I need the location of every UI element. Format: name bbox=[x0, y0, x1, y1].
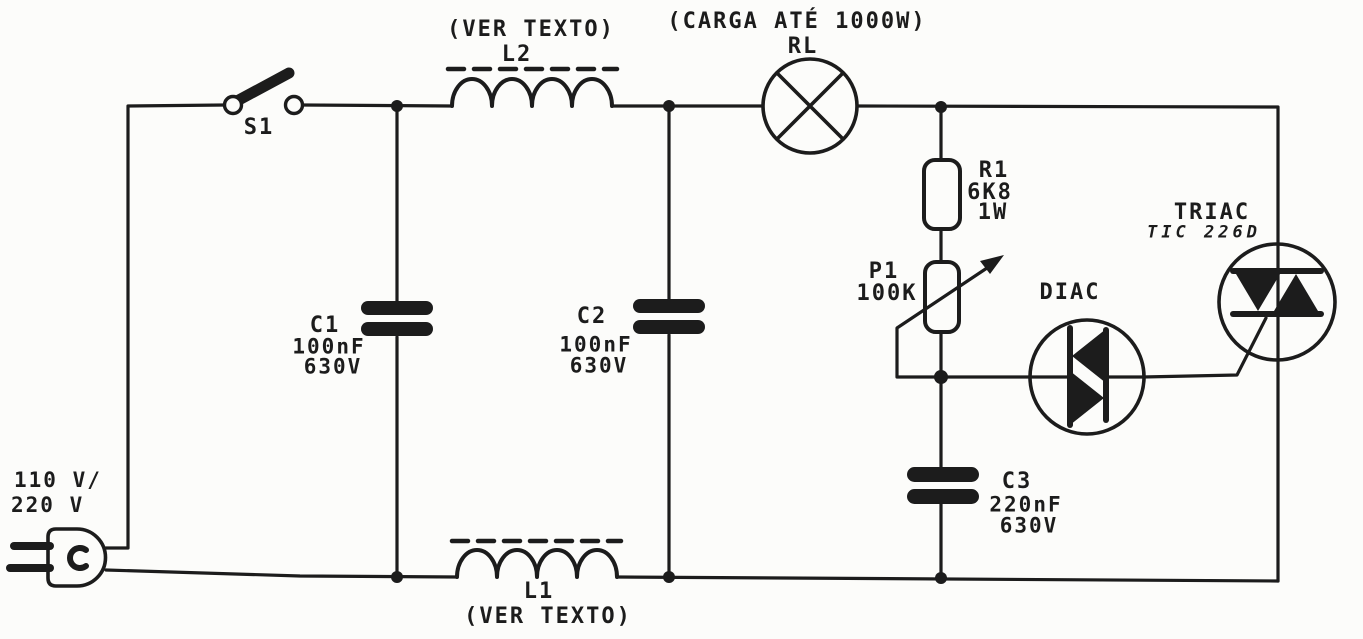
label-l1-ref: L1 bbox=[523, 579, 555, 604]
capacitor-c1-symbol bbox=[361, 104, 433, 579]
label-l1-note: (VER TEXTO) bbox=[464, 604, 632, 629]
junction-dot bbox=[391, 571, 403, 583]
mains-plug-symbol bbox=[6, 527, 108, 588]
capacitor-c2-symbol bbox=[633, 104, 705, 579]
label-r1-value: 6K8 bbox=[967, 180, 1013, 205]
label-c1-ref: C1 bbox=[309, 313, 341, 338]
label-c2-voltage: 630V bbox=[569, 353, 629, 378]
inductor-l1-symbol bbox=[449, 538, 624, 579]
label-c3-voltage: 630V bbox=[999, 513, 1059, 538]
label-l2-ref: L2 bbox=[501, 42, 533, 67]
wire-gate-network bbox=[939, 316, 1268, 379]
label-p1-value: 100K bbox=[856, 281, 918, 306]
label-c2-value: 100nF bbox=[559, 332, 633, 357]
junction-dot bbox=[935, 572, 947, 584]
inductor-l2-symbol bbox=[445, 66, 620, 108]
label-source-voltage-2: 220 V bbox=[11, 493, 85, 517]
label-c3-value: 220nF bbox=[989, 492, 1063, 517]
label-triac-part: TIC 226D bbox=[1147, 222, 1261, 243]
junction-dot bbox=[934, 370, 948, 384]
triac-gate-lead bbox=[1141, 316, 1268, 379]
label-c1-value: 100nF bbox=[292, 334, 366, 359]
lamp-rl-symbol bbox=[761, 57, 859, 155]
triac-symbol bbox=[1217, 242, 1337, 362]
label-r1-ref: R1 bbox=[978, 158, 1010, 183]
p1-wiper-arm bbox=[895, 260, 998, 379]
label-p1-ref: P1 bbox=[868, 259, 900, 284]
junction-dot bbox=[935, 101, 947, 113]
label-r1-power: 1W bbox=[977, 200, 1009, 225]
label-c1-voltage: 630V bbox=[303, 354, 363, 379]
switch-s1-symbol bbox=[222, 67, 305, 116]
junction-dot bbox=[391, 100, 403, 112]
potentiometer-p1-symbol bbox=[895, 227, 1004, 379]
p1-wiper-arrowhead bbox=[980, 255, 1004, 274]
wire-left-and-top-rail bbox=[104, 103, 1280, 583]
label-c2-ref: C2 bbox=[576, 304, 608, 329]
label-triac-ref: TRIAC bbox=[1173, 200, 1251, 225]
capacitor-c3-symbol bbox=[907, 375, 979, 581]
label-diac-ref: DIAC bbox=[1039, 280, 1101, 305]
junction-dot bbox=[663, 100, 675, 112]
wire-bottom-rail bbox=[104, 568, 1280, 583]
label-rl-note: (CARGA ATÉ 1000W) bbox=[667, 9, 927, 34]
junction-dots bbox=[391, 100, 948, 584]
label-c3-ref: C3 bbox=[1001, 469, 1033, 494]
label-l2-note: (VER TEXTO) bbox=[447, 17, 615, 42]
resistor-r1-symbol bbox=[922, 105, 962, 231]
label-s1-ref: S1 bbox=[243, 115, 275, 140]
diac-symbol bbox=[1028, 318, 1146, 436]
label-source-voltage-1: 110 V/ bbox=[14, 468, 102, 492]
label-rl-ref: RL bbox=[787, 34, 819, 59]
junction-dot bbox=[663, 571, 675, 583]
